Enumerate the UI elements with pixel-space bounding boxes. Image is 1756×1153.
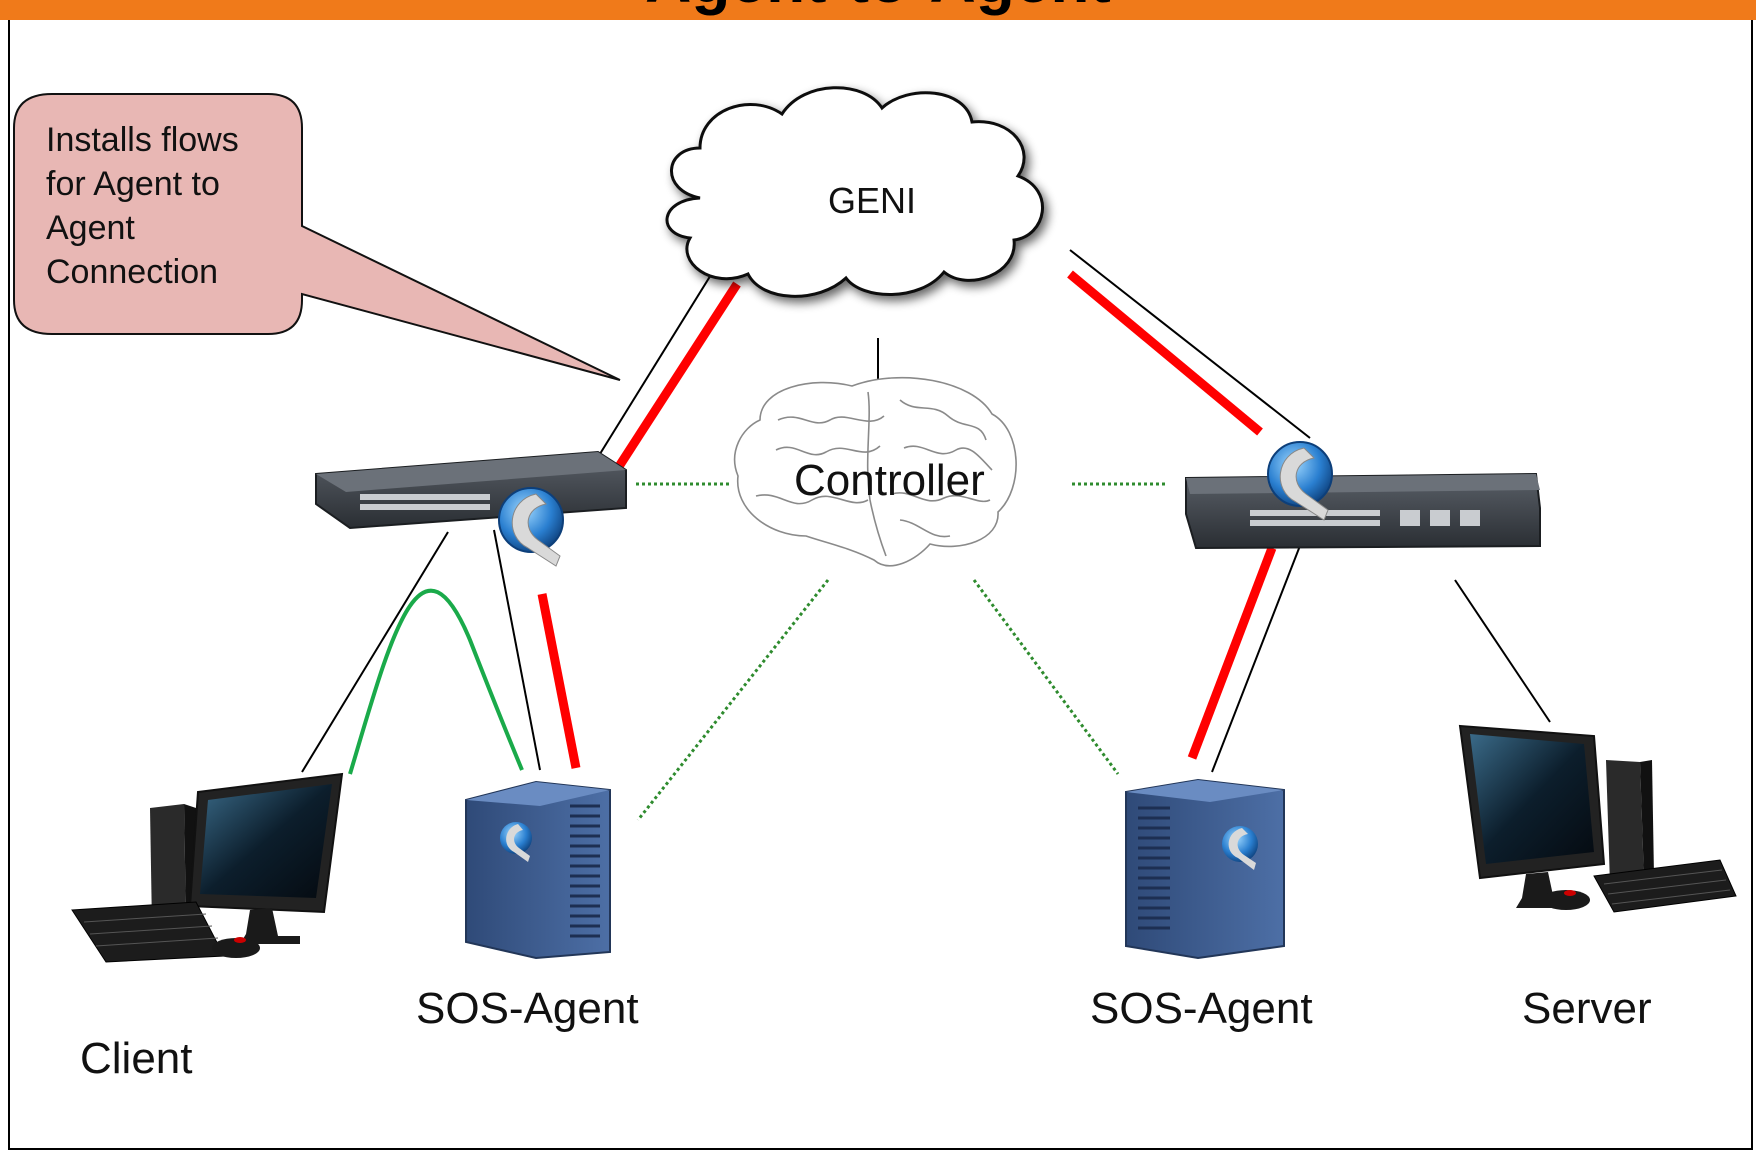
left-agent-label: SOS-Agent: [416, 984, 639, 1033]
flow-geni-left-switch: [614, 281, 741, 471]
cloud-label: GENI: [828, 180, 917, 221]
flow-links: [537, 270, 1277, 769]
link-switch-right-agent: [1211, 519, 1311, 773]
openflow-logo-icon: [1267, 441, 1333, 521]
flow-switch-left-agent: [537, 593, 581, 769]
left-agent-server-icon: [465, 780, 611, 960]
slide-frame: [8, 20, 1753, 1150]
client-label: Client: [80, 1034, 193, 1083]
control-links: [636, 482, 1168, 821]
server-label: Server: [1522, 984, 1652, 1033]
client-agent-connection: [348, 588, 524, 775]
client-computer-icon: [71, 772, 344, 963]
control-right-agent: [972, 579, 1120, 775]
cloud-icon: [665, 86, 1044, 298]
left-switch-icon: [315, 450, 627, 530]
callout-text: Installs flows for Agent to Agent Connec…: [46, 121, 239, 291]
server-computer-icon: [1458, 724, 1737, 913]
flow-switch-right-agent: [1187, 546, 1277, 760]
controller-label: Controller: [794, 456, 985, 505]
right-agent-server-icon: [1125, 778, 1285, 960]
right-switch-icon: [1185, 472, 1541, 550]
openflow-logo-icon: [498, 487, 564, 567]
brain-icon: [733, 376, 1017, 567]
flow-geni-right-switch: [1067, 270, 1263, 436]
link-switch-client: [301, 531, 449, 773]
link-geni-right-switch: [1069, 249, 1311, 439]
page-title: Agent-to-Agent: [0, 0, 1756, 12]
link-switch-server: [1454, 579, 1551, 723]
network-links: [301, 235, 1551, 773]
right-agent-label: SOS-Agent: [1090, 984, 1313, 1033]
link-switch-left-agent: [493, 529, 541, 771]
header-bar: Agent-to-Agent: [0, 0, 1756, 20]
control-left-agent: [636, 579, 830, 821]
callout-bubble: [13, 93, 621, 381]
